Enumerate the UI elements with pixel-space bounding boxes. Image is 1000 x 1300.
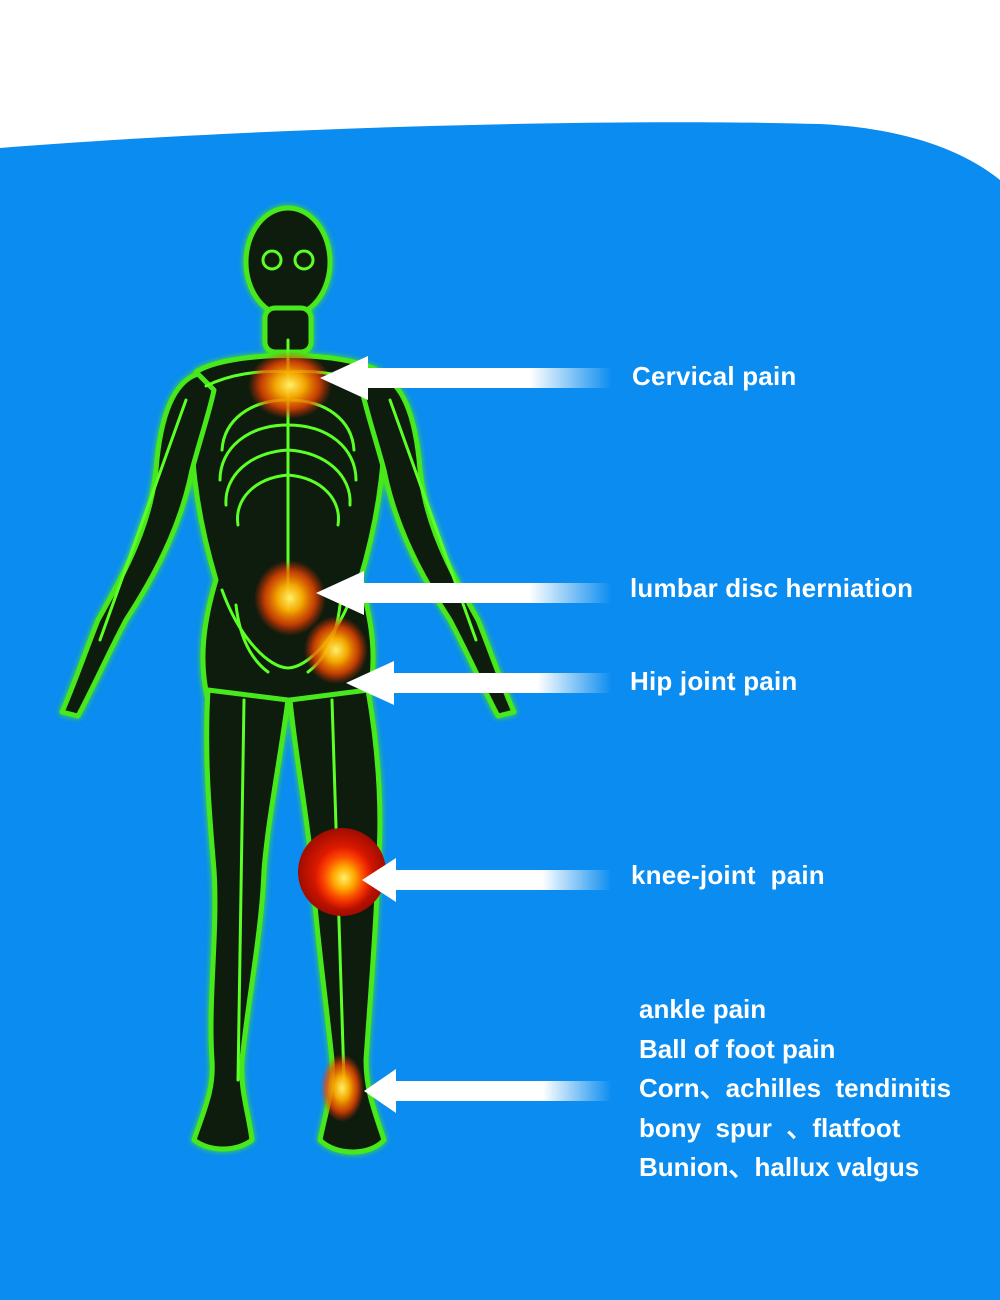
label-cervical-pain: Cervical pain bbox=[632, 361, 797, 391]
hip-pain-spot bbox=[304, 616, 368, 684]
ankle-pain-spot bbox=[320, 1054, 364, 1122]
foot-condition-item: Ball of foot pain bbox=[639, 1033, 836, 1064]
label-knee-joint-pain: knee-joint pain bbox=[631, 860, 825, 890]
label-lumbar-disc-herniation: lumbar disc herniation bbox=[630, 573, 914, 603]
cervical-pain-spot bbox=[248, 351, 332, 419]
foot-condition-item: ankle pain bbox=[639, 994, 767, 1024]
label-hip-joint-pain: Hip joint pain bbox=[630, 666, 798, 696]
knee-pain-spot bbox=[314, 846, 374, 910]
arrow-cervical bbox=[320, 356, 612, 400]
lumbar-pain-spot bbox=[254, 560, 326, 636]
human-body-figure bbox=[59, 205, 517, 1155]
arrow-lumbar bbox=[316, 571, 612, 615]
foot-conditions-list: ankle pain Ball of foot pain Corn、achill… bbox=[639, 990, 951, 1188]
foot-condition-item: Corn、achilles tendinitis bbox=[639, 1073, 952, 1103]
arrow-knee bbox=[362, 858, 612, 902]
skeleton-lines bbox=[98, 249, 478, 1082]
foot-condition-item: Bunion、hallux valgus bbox=[639, 1152, 920, 1182]
arrow-ankle bbox=[364, 1069, 612, 1113]
arrow-hip bbox=[346, 661, 612, 705]
foot-condition-item: bony spur 、flatfoot bbox=[639, 1112, 901, 1143]
